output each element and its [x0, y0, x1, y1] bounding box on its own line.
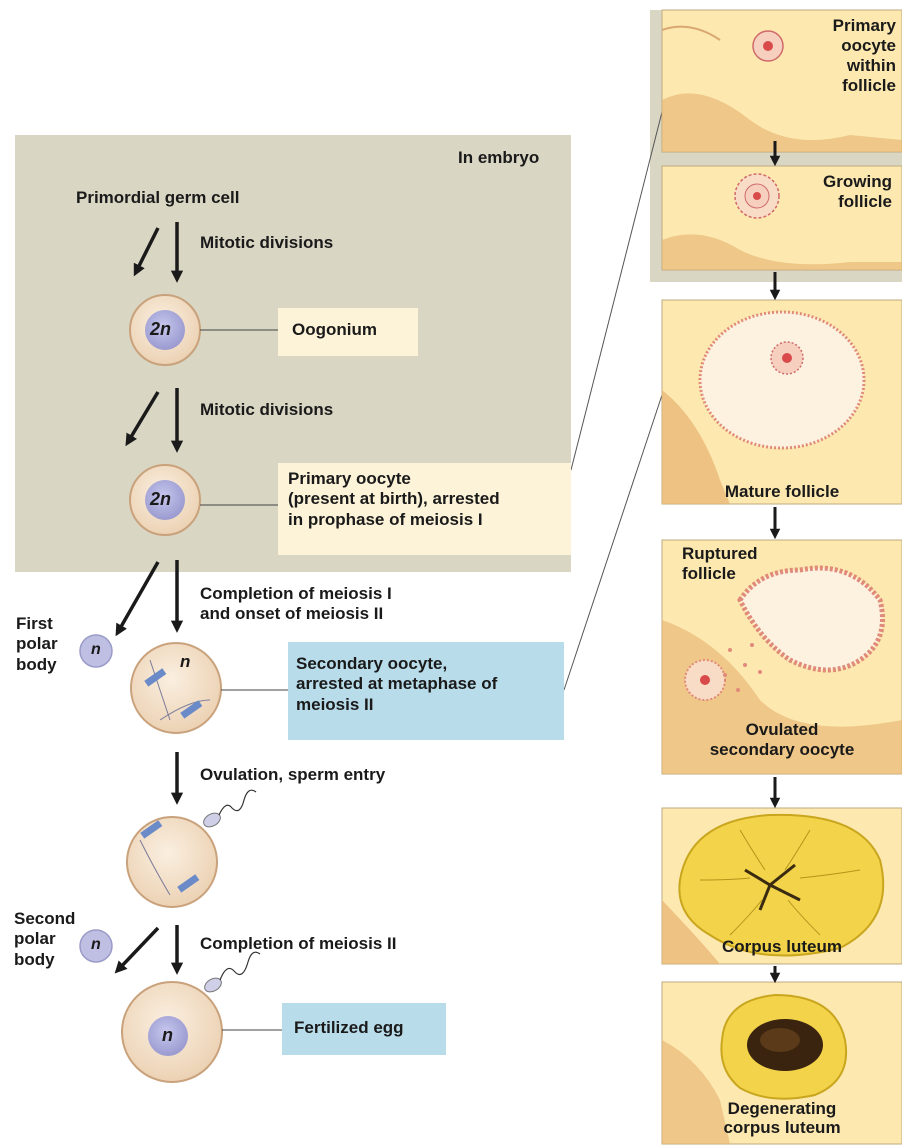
- fertilized-egg-box: Fertilized egg: [282, 1003, 446, 1055]
- secondary-oocyte-cell: [131, 643, 221, 733]
- ovulation-label: Ovulation, sperm entry: [200, 765, 385, 785]
- stage-ruptured-label: Ruptured follicle: [682, 544, 758, 585]
- embryo-panel-label: In embryo: [458, 148, 539, 168]
- ploidy-oogonium: 2n: [150, 319, 171, 341]
- oogonium-box: Oogonium: [278, 308, 418, 356]
- second-polar-body-label: Second polar body: [14, 909, 75, 970]
- stage-mature-follicle: [662, 300, 902, 504]
- stage-ovulated-label: Ovulated secondary oocyte: [662, 720, 902, 761]
- meiosis-1-label: Completion of meiosis I and onset of mei…: [200, 584, 392, 625]
- connector-primary-top: [571, 112, 662, 470]
- arrow-meiosis-2-side: [118, 928, 158, 970]
- stage-degenerating-label: Degenerating corpus luteum: [662, 1100, 902, 1137]
- first-polar-body-label: First polar body: [16, 614, 58, 675]
- stage-growing-label: Growing follicle: [790, 172, 892, 213]
- mitotic-divisions-label-1: Mitotic divisions: [200, 233, 333, 253]
- primary-oocyte-box: Primary oocyte (present at birth), arres…: [278, 463, 571, 555]
- stage-mature-label: Mature follicle: [662, 482, 902, 502]
- ploidy-primary-oocyte: 2n: [150, 489, 171, 511]
- meiosis-2-label: Completion of meiosis II: [200, 934, 396, 954]
- ploidy-fertilized-egg: n: [162, 1025, 173, 1047]
- secondary-oocyte-box: Secondary oocyte, arrested at metaphase …: [288, 642, 564, 740]
- ploidy-secondary-oocyte: n: [180, 652, 190, 672]
- stage-primary-label: Primary oocyte within follicle: [790, 16, 896, 96]
- fertilizing-oocyte-cell: [127, 817, 217, 907]
- sperm-icon: [201, 790, 256, 829]
- ploidy-first-polar-body: n: [91, 640, 101, 659]
- arrow-meiosis-1-side: [118, 562, 158, 632]
- stage-corpus-luteum-label: Corpus luteum: [662, 937, 902, 957]
- primordial-germ-cell-label: Primordial germ cell: [76, 188, 239, 208]
- mitotic-divisions-label-2: Mitotic divisions: [200, 400, 333, 420]
- sperm-icon-2: [202, 952, 260, 994]
- ploidy-second-polar-body: n: [91, 935, 101, 954]
